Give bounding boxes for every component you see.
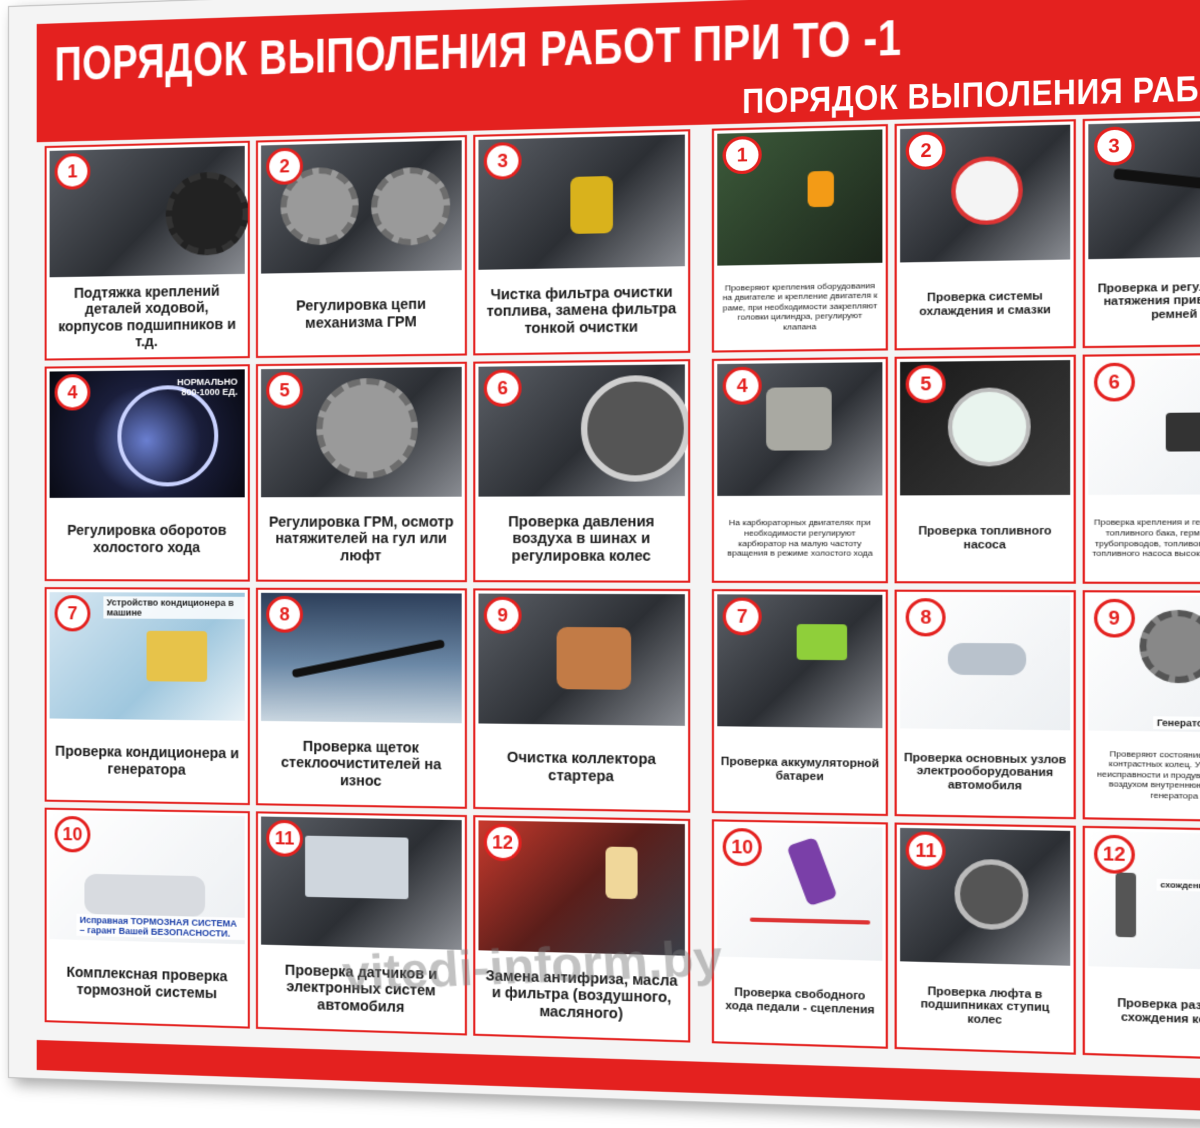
to1-card-4: НОРМАЛЬНО 800-1000 ЕД. 4 Регулировка обо… bbox=[44, 364, 250, 582]
step-caption: Подтяжка креплений деталей ходовой, корп… bbox=[58, 282, 236, 349]
step-number: 5 bbox=[266, 371, 304, 409]
step-number: 9 bbox=[1093, 598, 1135, 638]
to1-card-12: 12 Замена антифриза, масла и фильтра (во… bbox=[473, 815, 691, 1043]
to2-grid: 1 Проверяют крепления оборудования на дв… bbox=[711, 114, 1200, 1061]
brake-slogan: Исправная ТОРМОЗНАЯ СИСТЕМА – гарант Ваш… bbox=[76, 913, 245, 941]
step-caption: Проверка свободного хода педали - сцепле… bbox=[725, 986, 875, 1017]
step-caption: Проверка люфта в подшипниках ступиц коле… bbox=[920, 984, 1050, 1027]
step-number: 9 bbox=[483, 596, 522, 635]
step-caption: Регулировка цепи механизма ГРМ bbox=[296, 295, 426, 331]
to2-card-6: 6 Проверка крепления и герметичности топ… bbox=[1082, 352, 1200, 585]
step-number: 7 bbox=[722, 597, 762, 636]
step-number: 12 bbox=[483, 823, 522, 862]
step-caption: Проверяют крепления оборудования на двиг… bbox=[722, 280, 878, 332]
poster: ПОРЯДОК ВЫПОЛЕНИЯ РАБОТ ПРИ ТО -1 ПОРЯДО… bbox=[8, 0, 1200, 1123]
to1-card-6: 6 Проверка давления воздуха в шинах и ре… bbox=[473, 359, 691, 583]
to2-card-5: 5 Проверка топливного насоса bbox=[894, 354, 1076, 584]
step-number: 11 bbox=[266, 819, 304, 858]
rpm-note: НОРМАЛЬНО 800-1000 ЕД. bbox=[176, 376, 238, 398]
ac-diagram-title: Устройство кондиционера в машине bbox=[103, 596, 245, 620]
to2-card-3: 3 Проверка и регулировка натяжения приво… bbox=[1082, 114, 1200, 349]
step-caption: Проверка топливного насоса bbox=[918, 524, 1052, 552]
step-caption: Регулировка ГРМ, осмотр натяжителей на г… bbox=[268, 513, 454, 564]
to1-card-1: 1 Подтяжка креплений деталей ходовой, ко… bbox=[44, 140, 250, 361]
to1-card-5: 5 Регулировка ГРМ, осмотр натяжителей на… bbox=[255, 361, 467, 583]
step-caption: Проверка крепления и герметичности топли… bbox=[1092, 517, 1200, 559]
step-caption: Чистка фильтра очистки топлива, замена ф… bbox=[486, 283, 677, 336]
step-number: 7 bbox=[54, 595, 91, 632]
generator-label: Генератор bbox=[1153, 716, 1200, 730]
to1-card-8: 8 Проверка щеток стеклоочистителей на из… bbox=[255, 587, 467, 809]
to1-card-11: 11 Проверка датчиков и электронных систе… bbox=[255, 811, 467, 1036]
to2-card-1: 1 Проверяют крепления оборудования на дв… bbox=[711, 124, 889, 353]
to1-card-7: Устройство кондиционера в машине 7 Прове… bbox=[44, 587, 250, 806]
step-caption: Комплексная проверка тормозной системы bbox=[66, 964, 228, 1001]
step-caption: Проверка основных узлов электрооборудова… bbox=[903, 751, 1067, 793]
step-caption: Проверка системы охлаждения и смазки bbox=[919, 289, 1051, 318]
to2-card-11: 11 Проверка люфта в подшипниках ступиц к… bbox=[894, 822, 1076, 1055]
step-caption: Очистка коллектора стартера bbox=[506, 749, 656, 784]
step-number: 10 bbox=[54, 815, 91, 853]
step-caption: Проверка щеток стеклоочистителей на изно… bbox=[281, 738, 442, 789]
step-caption: Проверка аккумуляторной батареи bbox=[720, 755, 880, 783]
step-number: 4 bbox=[54, 374, 91, 411]
step-caption: Проверка давления воздуха в шинах и регу… bbox=[508, 513, 655, 564]
step-caption: На карбюраторных двигателях при необходи… bbox=[727, 518, 873, 558]
to2-card-8: 8 Проверка основных узлов электрооборудо… bbox=[894, 589, 1076, 820]
to2-card-2: 2 Проверка системы охлаждения и смазки bbox=[894, 119, 1076, 351]
step-number: 6 bbox=[483, 369, 522, 407]
to1-card-2: 2 Регулировка цепи механизма ГРМ bbox=[255, 135, 467, 359]
to2-card-9: Генератор 9 Проверяют состояние щеток и … bbox=[1082, 590, 1200, 823]
to1-card-10: Исправная ТОРМОЗНАЯ СИСТЕМА – гарант Ваш… bbox=[44, 807, 250, 1029]
to2-card-7: 7 Проверка аккумуляторной батареи bbox=[711, 589, 889, 817]
step-number: 8 bbox=[266, 595, 304, 633]
step-number: 4 bbox=[722, 366, 762, 405]
step-caption: Проверяют состояние щеток и контрастных … bbox=[1096, 748, 1200, 801]
step-number: 12 bbox=[1093, 834, 1135, 874]
to1-grid: 1 Подтяжка креплений деталей ходовой, ко… bbox=[44, 129, 691, 1043]
to1-card-9: 9 Очистка коллектора стартера bbox=[473, 588, 691, 813]
step-caption: Проверка развала схождения колес bbox=[1117, 996, 1200, 1027]
alignment-label: схождение колес bbox=[1156, 878, 1200, 893]
step-number: 10 bbox=[722, 827, 762, 867]
step-caption: Проверка и регулировка натяжения приводн… bbox=[1097, 279, 1200, 322]
step-number: 6 bbox=[1093, 362, 1135, 402]
step-caption: Регулировка оборотов холостого хода bbox=[67, 522, 227, 555]
to2-card-12: схождение колес 12 Проверка развала схож… bbox=[1082, 825, 1200, 1061]
to2-card-4: 4 На карбюраторных двигателях при необхо… bbox=[711, 356, 889, 584]
to2-card-10: 10 Проверка свободного хода педали - сце… bbox=[711, 819, 889, 1049]
step-caption: Проверка кондиционера и генератора bbox=[55, 743, 240, 778]
to1-card-3: 3 Чистка фильтра очистки топлива, замена… bbox=[473, 129, 691, 356]
